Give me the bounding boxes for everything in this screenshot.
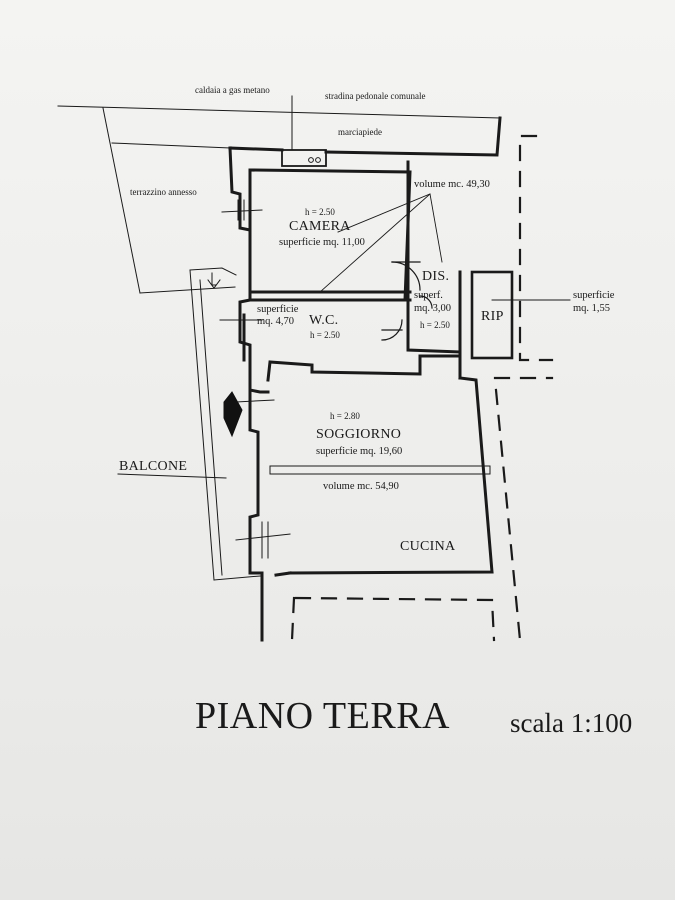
- dis-surface-1: superf.: [414, 290, 443, 301]
- room-soggiorno: SOGGIORNO: [316, 427, 402, 442]
- rip-surface-1: superficie: [573, 290, 615, 301]
- label-balcone: BALCONE: [119, 459, 188, 474]
- entrance-arrow-icon: [223, 391, 243, 438]
- rip-room: [470, 270, 514, 360]
- soggiorno-height: h = 2.80: [330, 411, 360, 421]
- kitchen-counter: [269, 465, 491, 475]
- building-walls: [228, 116, 502, 642]
- site-outline: [57, 105, 501, 294]
- camera-surface: superficie mq. 11,00: [279, 237, 365, 248]
- label-terrazzino: terrazzino annesso: [130, 187, 197, 197]
- boiler-niche: [281, 95, 327, 167]
- plan-scale: scala 1:100: [510, 708, 633, 738]
- label-volume-bottom: volume mc. 54,90: [323, 481, 399, 492]
- leader-lines: [319, 193, 571, 301]
- label-stradina: stradina pedonale comunale: [325, 91, 426, 101]
- label-volume-top: volume mc. 49,30: [414, 179, 490, 190]
- balcony-outline: [117, 267, 261, 581]
- plan-title: PIANO TERRA: [195, 695, 450, 737]
- dis-surface-2: mq. 3,00: [414, 303, 452, 314]
- soggiorno-surface: superficie mq. 19,60: [316, 446, 403, 457]
- room-wc: W.C.: [309, 313, 339, 328]
- label-marciapiede: marciapiede: [338, 127, 382, 137]
- camera-height: h = 2.50: [305, 207, 335, 217]
- room-cucina: CUCINA: [400, 539, 456, 554]
- room-rip: RIP: [481, 309, 504, 324]
- dis-height: h = 2.50: [420, 320, 450, 330]
- rip-surface-2: mq. 1,55: [573, 303, 611, 314]
- door-swings: [381, 261, 433, 341]
- room-dis: DIS.: [422, 269, 450, 284]
- wc-surface-2: mq. 4,70: [257, 316, 295, 327]
- label-caldaia: caldaia a gas metano: [195, 85, 270, 95]
- window-marks: [219, 199, 291, 559]
- dashed-boundaries: [290, 134, 554, 642]
- wc-surface-1: superficie: [257, 304, 299, 315]
- wc-height: h = 2.50: [310, 330, 340, 340]
- room-camera: CAMERA: [289, 219, 351, 234]
